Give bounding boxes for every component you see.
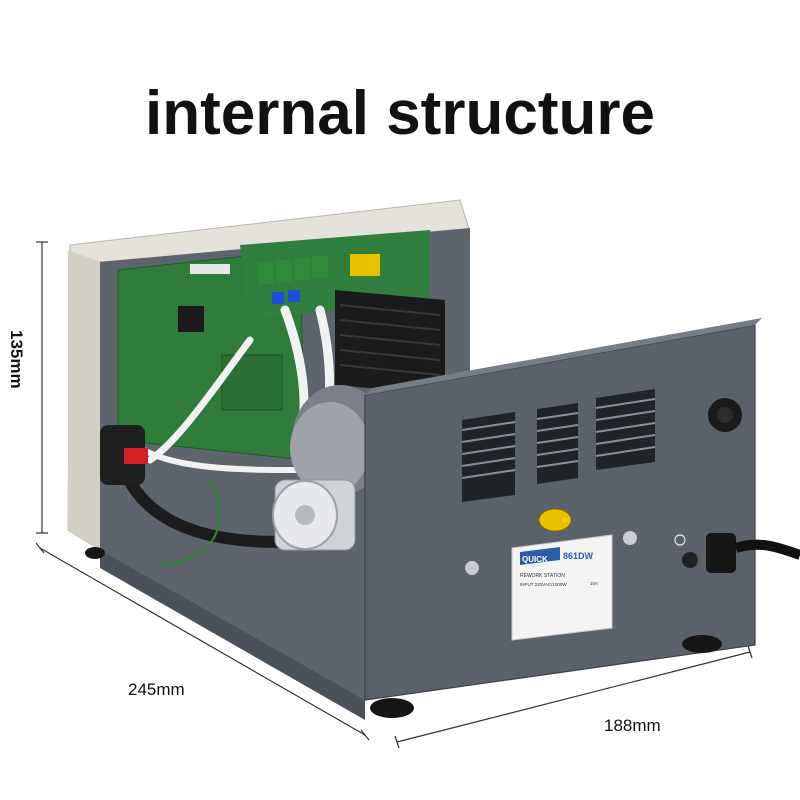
bottom-tray (100, 550, 365, 720)
label-fuse: 10A (590, 581, 598, 586)
label-product: REWORK STATION (520, 573, 565, 579)
back-panel (364, 318, 800, 701)
label-model: 861DW (563, 551, 594, 561)
page-title: internal structure (145, 79, 655, 148)
left-connector (100, 425, 148, 485)
dimension-height: 135mm (7, 330, 26, 389)
heatsink (335, 290, 445, 395)
dimension-lines (35, 241, 753, 749)
air-pump-motor (272, 385, 388, 551)
dimension-depth: 245mm (128, 680, 185, 699)
label-input: INPUT 220VAC/1000W (520, 582, 567, 587)
rubber-feet (85, 547, 722, 718)
label-brand: QUICK (522, 555, 548, 564)
dimension-width: 188mm (604, 716, 661, 735)
